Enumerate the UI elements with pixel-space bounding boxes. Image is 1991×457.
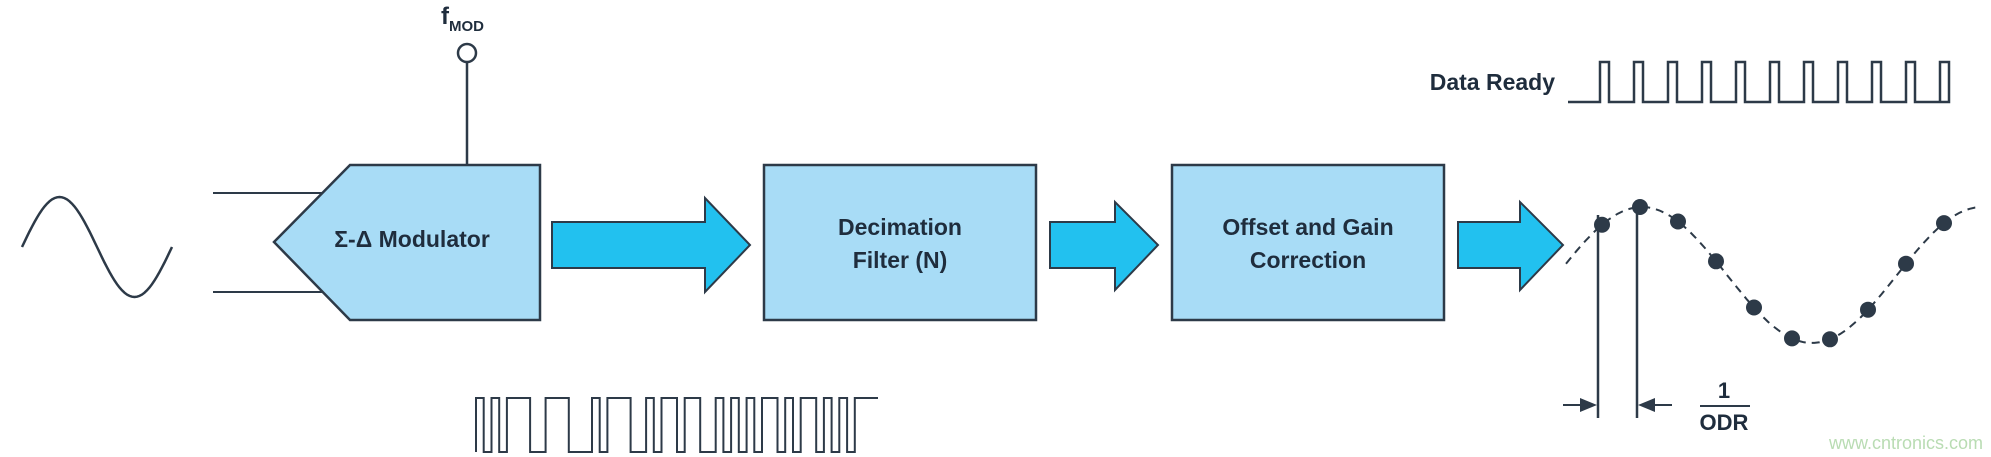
modulator-block: [272, 163, 542, 322]
watermark: www.cntronics.com: [1828, 433, 1983, 453]
sample-point: [1784, 330, 1800, 347]
sample-point: [1860, 301, 1876, 318]
sample-point: [1670, 213, 1686, 230]
sample-point: [1936, 215, 1952, 232]
sample-point: [1594, 216, 1610, 233]
offset-gain-correction-block: [1170, 163, 1446, 322]
sample-points: [1594, 199, 1952, 348]
odr-fraction-denominator: ODR: [1700, 410, 1749, 435]
sample-point: [1708, 253, 1724, 270]
flow-arrow-1: [551, 195, 752, 295]
data-ready-waveform: [1568, 60, 1951, 104]
data-ready-label: Data Ready: [1430, 69, 1555, 95]
modulator-label: Σ-Δ Modulator: [334, 226, 490, 252]
flow-arrow-2: [1049, 199, 1160, 293]
sample-point: [1746, 299, 1762, 316]
fmod-terminal: [456, 42, 478, 64]
flow-arrow-3: [1457, 199, 1565, 293]
offset-gain-label-line1: Offset and Gain: [1222, 214, 1393, 240]
decimation-label-line2: Filter (N): [853, 247, 948, 273]
decimation-filter-block: [762, 163, 1038, 322]
sample-point: [1898, 255, 1914, 272]
input-sine-wave: [20, 195, 174, 299]
sample-point: [1632, 199, 1648, 215]
output-sine-dashed: [1565, 205, 1981, 344]
fmod-label: fMOD: [441, 3, 484, 35]
sample-point: [1822, 331, 1838, 348]
offset-gain-label-line2: Correction: [1250, 247, 1366, 273]
modulator-bitstream-waveform: [475, 397, 878, 453]
decimation-label-line1: Decimation: [838, 214, 962, 240]
odr-arrowhead-right: [1638, 398, 1655, 412]
odr-arrowhead-left: [1580, 398, 1597, 412]
odr-fraction-numerator: 1: [1718, 378, 1730, 403]
